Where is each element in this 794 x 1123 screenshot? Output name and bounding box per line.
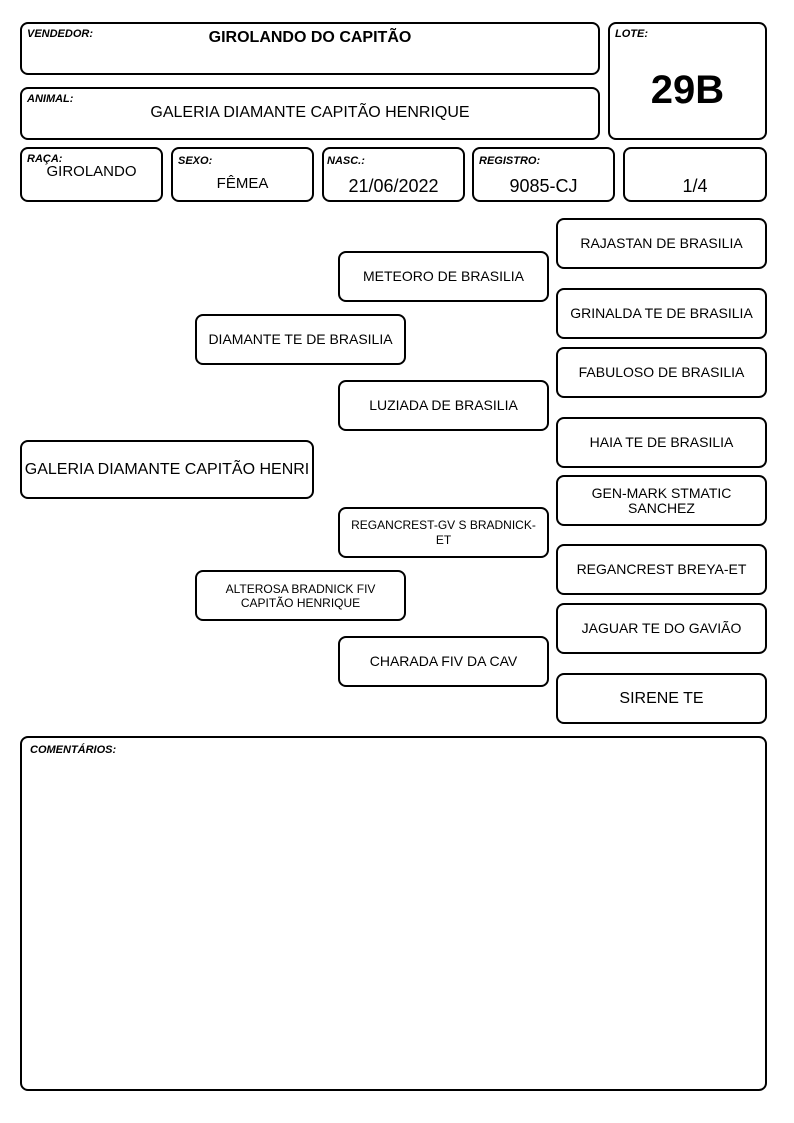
raca-box: RAÇA: GIROLANDO — [20, 147, 163, 202]
registro-value: 9085-CJ — [509, 176, 578, 196]
pedigree-ggp-4: HAIA TE DE BRASILIA — [556, 417, 767, 468]
lote-label: LOTE: — [615, 28, 648, 40]
lote-value: 29B — [650, 68, 725, 112]
pedigree-dam: ALTEROSA BRADNICK FIV CAPITÃO HENRIQUE — [195, 570, 406, 621]
sexo-value: FÊMEA — [216, 175, 269, 192]
nasc-label: NASC.: — [327, 155, 365, 167]
pedigree-ggp-5: GEN-MARK STMATIC SANCHEZ — [556, 475, 767, 526]
animal-label: ANIMAL: — [27, 93, 74, 105]
pedigree-animal: GALERIA DIAMANTE CAPITÃO HENRI — [20, 440, 314, 499]
animal-value: GALERIA DIAMANTE CAPITÃO HENRIQUE — [150, 104, 470, 121]
comments-box: COMENTÁRIOS: — [20, 736, 767, 1091]
pedigree-ggp-6: REGANCREST BREYA-ET — [556, 544, 767, 595]
pedigree-dam-sire: REGANCREST-GV S BRADNICK- ET — [338, 507, 549, 558]
pedigree-ggp-7: JAGUAR TE DO GAVIÃO — [556, 603, 767, 654]
pedigree-ggp-3: FABULOSO DE BRASILIA — [556, 347, 767, 398]
nasc-value: 21/06/2022 — [348, 176, 439, 196]
vendedor-label: VENDEDOR: — [27, 28, 94, 40]
raca-value: GIROLANDO — [46, 163, 137, 180]
pedigree-sire-sire: METEORO DE BRASILIA — [338, 251, 549, 302]
pedigree-ggp-1: RAJASTAN DE BRASILIA — [556, 218, 767, 269]
sexo-box: SEXO: FÊMEA — [171, 147, 314, 202]
registro-label: REGISTRO: — [479, 155, 541, 167]
grau-value: 1/4 — [682, 176, 708, 196]
pedigree-dam-dam: CHARADA FIV DA CAV — [338, 636, 549, 687]
pedigree-sire: DIAMANTE TE DE BRASILIA — [195, 314, 406, 365]
animal-box: ANIMAL: GALERIA DIAMANTE CAPITÃO HENRIQU… — [20, 87, 600, 140]
comments-label: COMENTÁRIOS: — [30, 744, 117, 756]
sexo-label: SEXO: — [178, 155, 213, 167]
lote-box: LOTE: 29B — [608, 22, 767, 140]
nasc-box: NASC.: 21/06/2022 — [322, 147, 465, 202]
vendedor-value: GIROLANDO DO CAPITÃO — [208, 29, 412, 46]
grau-box: 1/4 — [623, 147, 767, 202]
pedigree-ggp-8: SIRENE TE — [556, 673, 767, 724]
raca-label: RAÇA: — [27, 153, 63, 165]
pedigree-sire-dam: LUZIADA DE BRASILIA — [338, 380, 549, 431]
registro-box: REGISTRO: 9085-CJ — [472, 147, 615, 202]
pedigree-ggp-2: GRINALDA TE DE BRASILIA — [556, 288, 767, 339]
vendedor-box: VENDEDOR: GIROLANDO DO CAPITÃO — [20, 22, 600, 75]
